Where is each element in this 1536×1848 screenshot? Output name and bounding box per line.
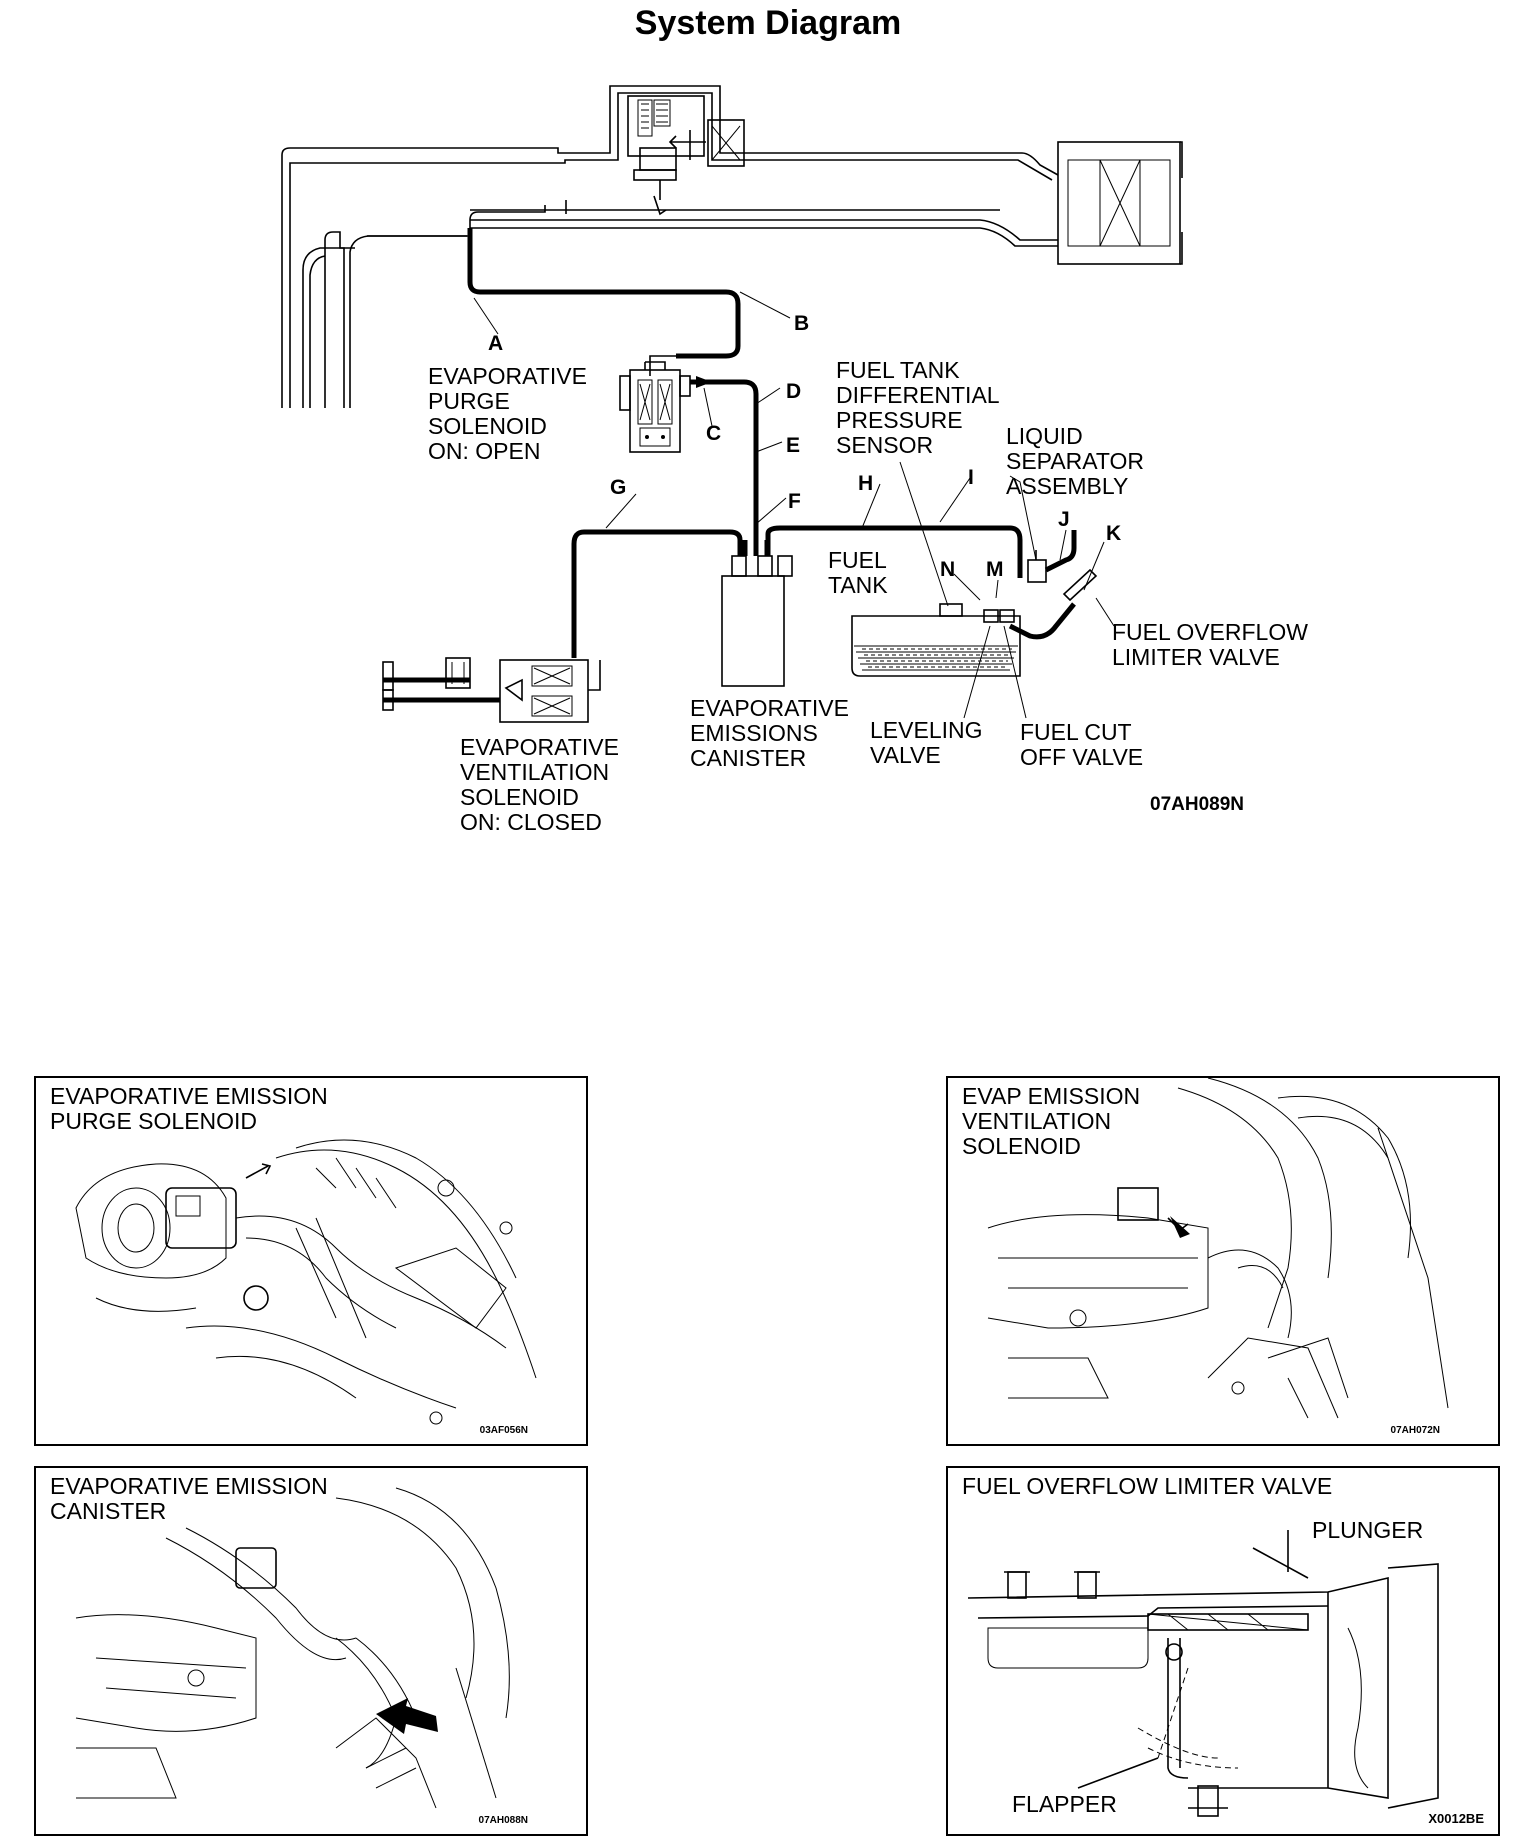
panel-canister: EVAPORATIVE EMISSION CANISTER 07AH088N bbox=[34, 1466, 588, 1836]
panel-title: EVAPORATIVE EMISSION CANISTER bbox=[50, 1473, 328, 1524]
panel-code: 07AH088N bbox=[478, 1815, 528, 1826]
hose-letter-a: A bbox=[488, 332, 503, 355]
fuel-tank-label: FUEL TANK bbox=[828, 547, 892, 598]
leveling-valve-label: LEVELING VALVE bbox=[870, 717, 989, 768]
hose-letter-f: F bbox=[788, 490, 801, 513]
plunger-label: PLUNGER bbox=[1312, 1517, 1423, 1543]
hose-letter-m: M bbox=[986, 558, 1004, 581]
hose-letter-b: B bbox=[794, 312, 809, 335]
intake-manifold bbox=[281, 85, 1183, 408]
panel-title: EVAP EMISSION VENTILATION SOLENOID bbox=[962, 1083, 1141, 1159]
purge-solenoid-label: EVAPORATIVE PURGE SOLENOID ON: OPEN bbox=[428, 363, 593, 464]
canister-illustration bbox=[75, 1487, 510, 1809]
hose-letter-g: G bbox=[610, 476, 626, 499]
page-title: System Diagram bbox=[634, 4, 902, 42]
hose-letter-h: H bbox=[858, 472, 873, 495]
fuel-tank bbox=[851, 530, 1098, 677]
hose-letter-n: N bbox=[940, 558, 955, 581]
purge-solenoid bbox=[619, 361, 712, 453]
overflow-valve-illustration: PLUNGER FLAPPER bbox=[967, 1517, 1439, 1817]
evaporative-emissions-canister bbox=[721, 555, 793, 687]
panel-ventilation-solenoid: EVAP EMISSION VENTILATION SOLENOID 07AH0… bbox=[946, 1076, 1500, 1446]
panel-code: 03AF056N bbox=[479, 1425, 528, 1436]
ventilation-solenoid-label: EVAPORATIVE VENTILATION SOLENOID ON: CLO… bbox=[460, 734, 625, 835]
hose-letter-d: D bbox=[786, 380, 801, 403]
fuel-cut-off-valve-label: FUEL CUT OFF VALVE bbox=[1020, 719, 1143, 770]
leader-lines bbox=[473, 291, 1115, 719]
panel-title: FUEL OVERFLOW LIMITER VALVE bbox=[962, 1473, 1333, 1499]
panel-overflow-valve: FUEL OVERFLOW LIMITER VALVE PLUNGER FLAP… bbox=[946, 1466, 1500, 1836]
hose-letter-k: K bbox=[1106, 522, 1121, 545]
ventilation-solenoid bbox=[382, 657, 601, 723]
engine-bay-illustration bbox=[75, 1139, 537, 1425]
hose-letter-i: I bbox=[968, 466, 974, 489]
panel-code: 07AH072N bbox=[1390, 1425, 1440, 1436]
hose-letter-j: J bbox=[1058, 508, 1070, 531]
hose-letter-e: E bbox=[786, 434, 800, 457]
ventilation-illustration bbox=[987, 1078, 1449, 1419]
panel-title: EVAPORATIVE EMISSION PURGE SOLENOID bbox=[50, 1083, 328, 1134]
canister-label: EVAPORATIVE EMISSIONS CANISTER bbox=[690, 695, 855, 771]
vacuum-hoses bbox=[467, 228, 1023, 658]
figure-code: 07AH089N bbox=[1150, 794, 1244, 815]
fuel-overflow-limiter-label: FUEL OVERFLOW LIMITER VALVE bbox=[1112, 619, 1314, 670]
system-diagram: A B C D E F G H I J K M N EVAPORATIVE PU… bbox=[281, 85, 1314, 835]
fuel-tank-sensor-label: FUEL TANK DIFFERENTIAL PRESSURE SENSOR bbox=[836, 357, 1005, 458]
hose-letter-c: C bbox=[706, 422, 721, 445]
panel-code: X0012BE bbox=[1428, 1811, 1484, 1826]
flapper-label: FLAPPER bbox=[1012, 1791, 1117, 1817]
liquid-separator-label: LIQUID SEPARATOR ASSEMBLY bbox=[1006, 423, 1150, 499]
panel-purge-solenoid: EVAPORATIVE EMISSION PURGE SOLENOID 03AF… bbox=[34, 1076, 588, 1446]
